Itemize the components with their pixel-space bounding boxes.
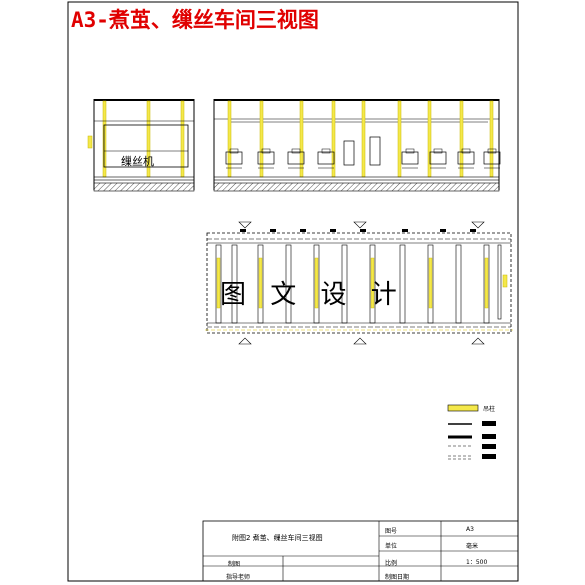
title-block	[202, 520, 519, 582]
title-block-value-unit: 毫米	[466, 543, 479, 550]
machine-label: 缫丝机	[121, 155, 154, 168]
legend-label-column: 吊柱	[483, 406, 496, 413]
plan-view	[205, 221, 513, 345]
title-block-value-scale: 1：500	[466, 559, 488, 566]
watermark-text: 图 文 设 计	[220, 280, 405, 310]
title-block-drawing-name: 附图2 煮茧、缫丝车间三视图	[232, 534, 323, 542]
title-block-label-advisor: 指导老师	[226, 574, 251, 581]
drawing-title: A3-煮茧、缫丝车间三视图	[71, 8, 319, 32]
title-block-label-scale: 比例	[385, 560, 398, 567]
title-block-label-drawing-no: 图号	[385, 528, 398, 535]
side-elevation	[87, 99, 195, 192]
title-block-value-drawing-no: A3	[466, 526, 474, 533]
title-block-label-drafter: 制图	[228, 561, 241, 568]
title-block-label-date: 制图日期	[385, 574, 410, 581]
front-elevation	[213, 99, 501, 192]
title-block-label-unit: 单位	[385, 543, 398, 550]
legend	[447, 404, 496, 460]
legend-swatch-column	[447, 404, 479, 412]
